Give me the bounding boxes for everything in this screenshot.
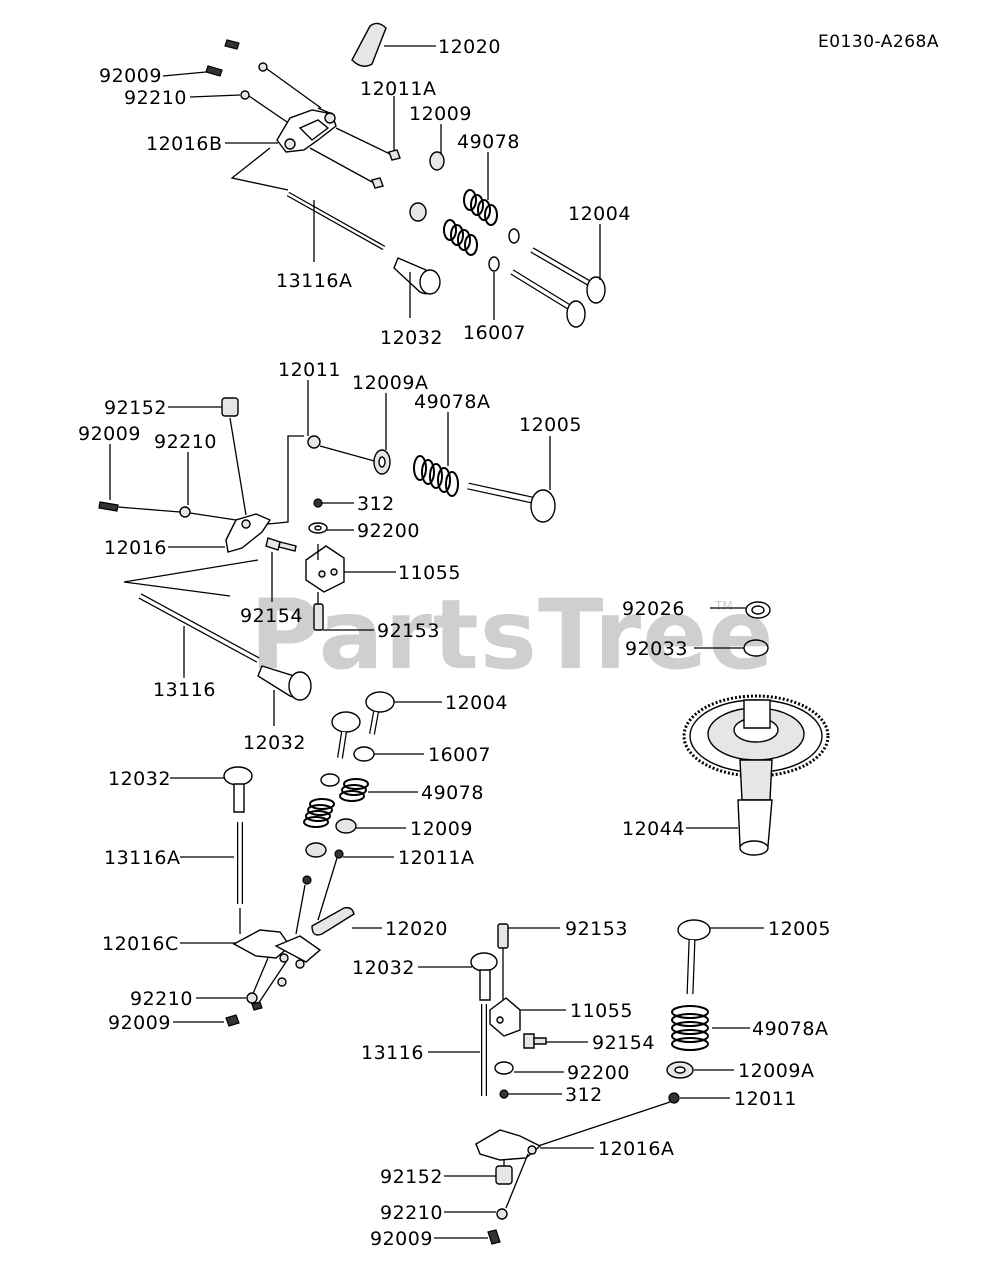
callout-12011-lower[interactable]: 12011 <box>734 1088 797 1110</box>
callout-92200-middle[interactable]: 92200 <box>357 520 420 542</box>
callout-92009-lower-right[interactable]: 92009 <box>370 1228 433 1250</box>
callout-12011-middle[interactable]: 12011 <box>278 359 341 381</box>
callout-12016A[interactable]: 12016A <box>598 1138 674 1160</box>
leader-lines <box>109 45 764 1239</box>
callout-49078-upper[interactable]: 49078 <box>457 131 520 153</box>
callout-49078A-middle[interactable]: 49078A <box>414 391 490 413</box>
callout-12009-lower[interactable]: 12009 <box>410 818 473 840</box>
callout-12032-upper[interactable]: 12032 <box>380 327 443 349</box>
callout-49078A-lower[interactable]: 49078A <box>752 1018 828 1040</box>
callout-92210-lower-right[interactable]: 92210 <box>380 1202 443 1224</box>
callout-13116A-upper[interactable]: 13116A <box>276 270 352 292</box>
callout-13116-middle[interactable]: 13116 <box>153 679 216 701</box>
callout-12009A-lower[interactable]: 12009A <box>738 1060 814 1082</box>
callout-92026[interactable]: 92026 <box>622 598 685 620</box>
middle-assembly-parts <box>98 397 556 701</box>
callout-12020-upper[interactable]: 12020 <box>438 36 501 58</box>
callout-11055-middle[interactable]: 11055 <box>398 562 461 584</box>
callout-92009-lower-left[interactable]: 92009 <box>108 1012 171 1034</box>
callout-12011A-lower[interactable]: 12011A <box>398 847 474 869</box>
callout-92153-middle[interactable]: 92153 <box>377 620 440 642</box>
camshaft-gear <box>682 601 830 856</box>
part-callouts: 12020 92009 92210 12011A 12009 49078 120… <box>78 36 831 1250</box>
watermark-trademark: TM <box>714 599 733 613</box>
callout-12011A-upper[interactable]: 12011A <box>360 78 436 100</box>
callout-12004-lower[interactable]: 12004 <box>445 692 508 714</box>
callout-13116-lower[interactable]: 13116 <box>361 1042 424 1064</box>
partstree-watermark: PartsTree <box>250 579 774 691</box>
callout-13116A-lower[interactable]: 13116A <box>104 847 180 869</box>
callout-12032-lower-left[interactable]: 12032 <box>108 768 171 790</box>
callout-92210-lower-left[interactable]: 92210 <box>130 988 193 1010</box>
callout-12016C[interactable]: 12016C <box>102 933 179 955</box>
callout-16007-upper[interactable]: 16007 <box>463 322 526 344</box>
callout-92009-upper[interactable]: 92009 <box>99 65 162 87</box>
callout-92154-lower[interactable]: 92154 <box>592 1032 655 1054</box>
callout-12005-lower[interactable]: 12005 <box>768 918 831 940</box>
callout-16007-lower[interactable]: 16007 <box>428 744 491 766</box>
right-lower-assembly-parts <box>470 919 711 1245</box>
callout-12044[interactable]: 12044 <box>622 818 685 840</box>
callout-12009-upper[interactable]: 12009 <box>409 103 472 125</box>
callout-92210-upper[interactable]: 92210 <box>124 87 187 109</box>
left-lower-assembly-parts <box>223 691 395 1027</box>
upper-assembly-parts <box>205 22 606 328</box>
callout-12016[interactable]: 12016 <box>104 537 167 559</box>
callout-92153-lower[interactable]: 92153 <box>565 918 628 940</box>
callout-12005-middle[interactable]: 12005 <box>519 414 582 436</box>
callout-12032-lower-right[interactable]: 12032 <box>352 957 415 979</box>
callout-312-middle[interactable]: 312 <box>357 493 395 515</box>
callout-12009A-middle[interactable]: 12009A <box>352 372 428 394</box>
callout-92152-middle[interactable]: 92152 <box>104 397 167 419</box>
callout-92009-middle[interactable]: 92009 <box>78 423 141 445</box>
callout-12004-upper[interactable]: 12004 <box>568 203 631 225</box>
callout-49078-lower[interactable]: 49078 <box>421 782 484 804</box>
callout-92210-middle[interactable]: 92210 <box>154 431 217 453</box>
callout-12016B[interactable]: 12016B <box>146 133 222 155</box>
callout-312-lower[interactable]: 312 <box>565 1084 603 1106</box>
callout-11055-lower[interactable]: 11055 <box>570 1000 633 1022</box>
callout-12032-middle[interactable]: 12032 <box>243 732 306 754</box>
callout-12020-lower[interactable]: 12020 <box>385 918 448 940</box>
diagram-reference: E0130-A268A <box>818 32 939 52</box>
callout-92200-lower[interactable]: 92200 <box>567 1062 630 1084</box>
callout-92033[interactable]: 92033 <box>625 638 688 660</box>
callout-92152-lower[interactable]: 92152 <box>380 1166 443 1188</box>
callout-92154-middle[interactable]: 92154 <box>240 605 303 627</box>
